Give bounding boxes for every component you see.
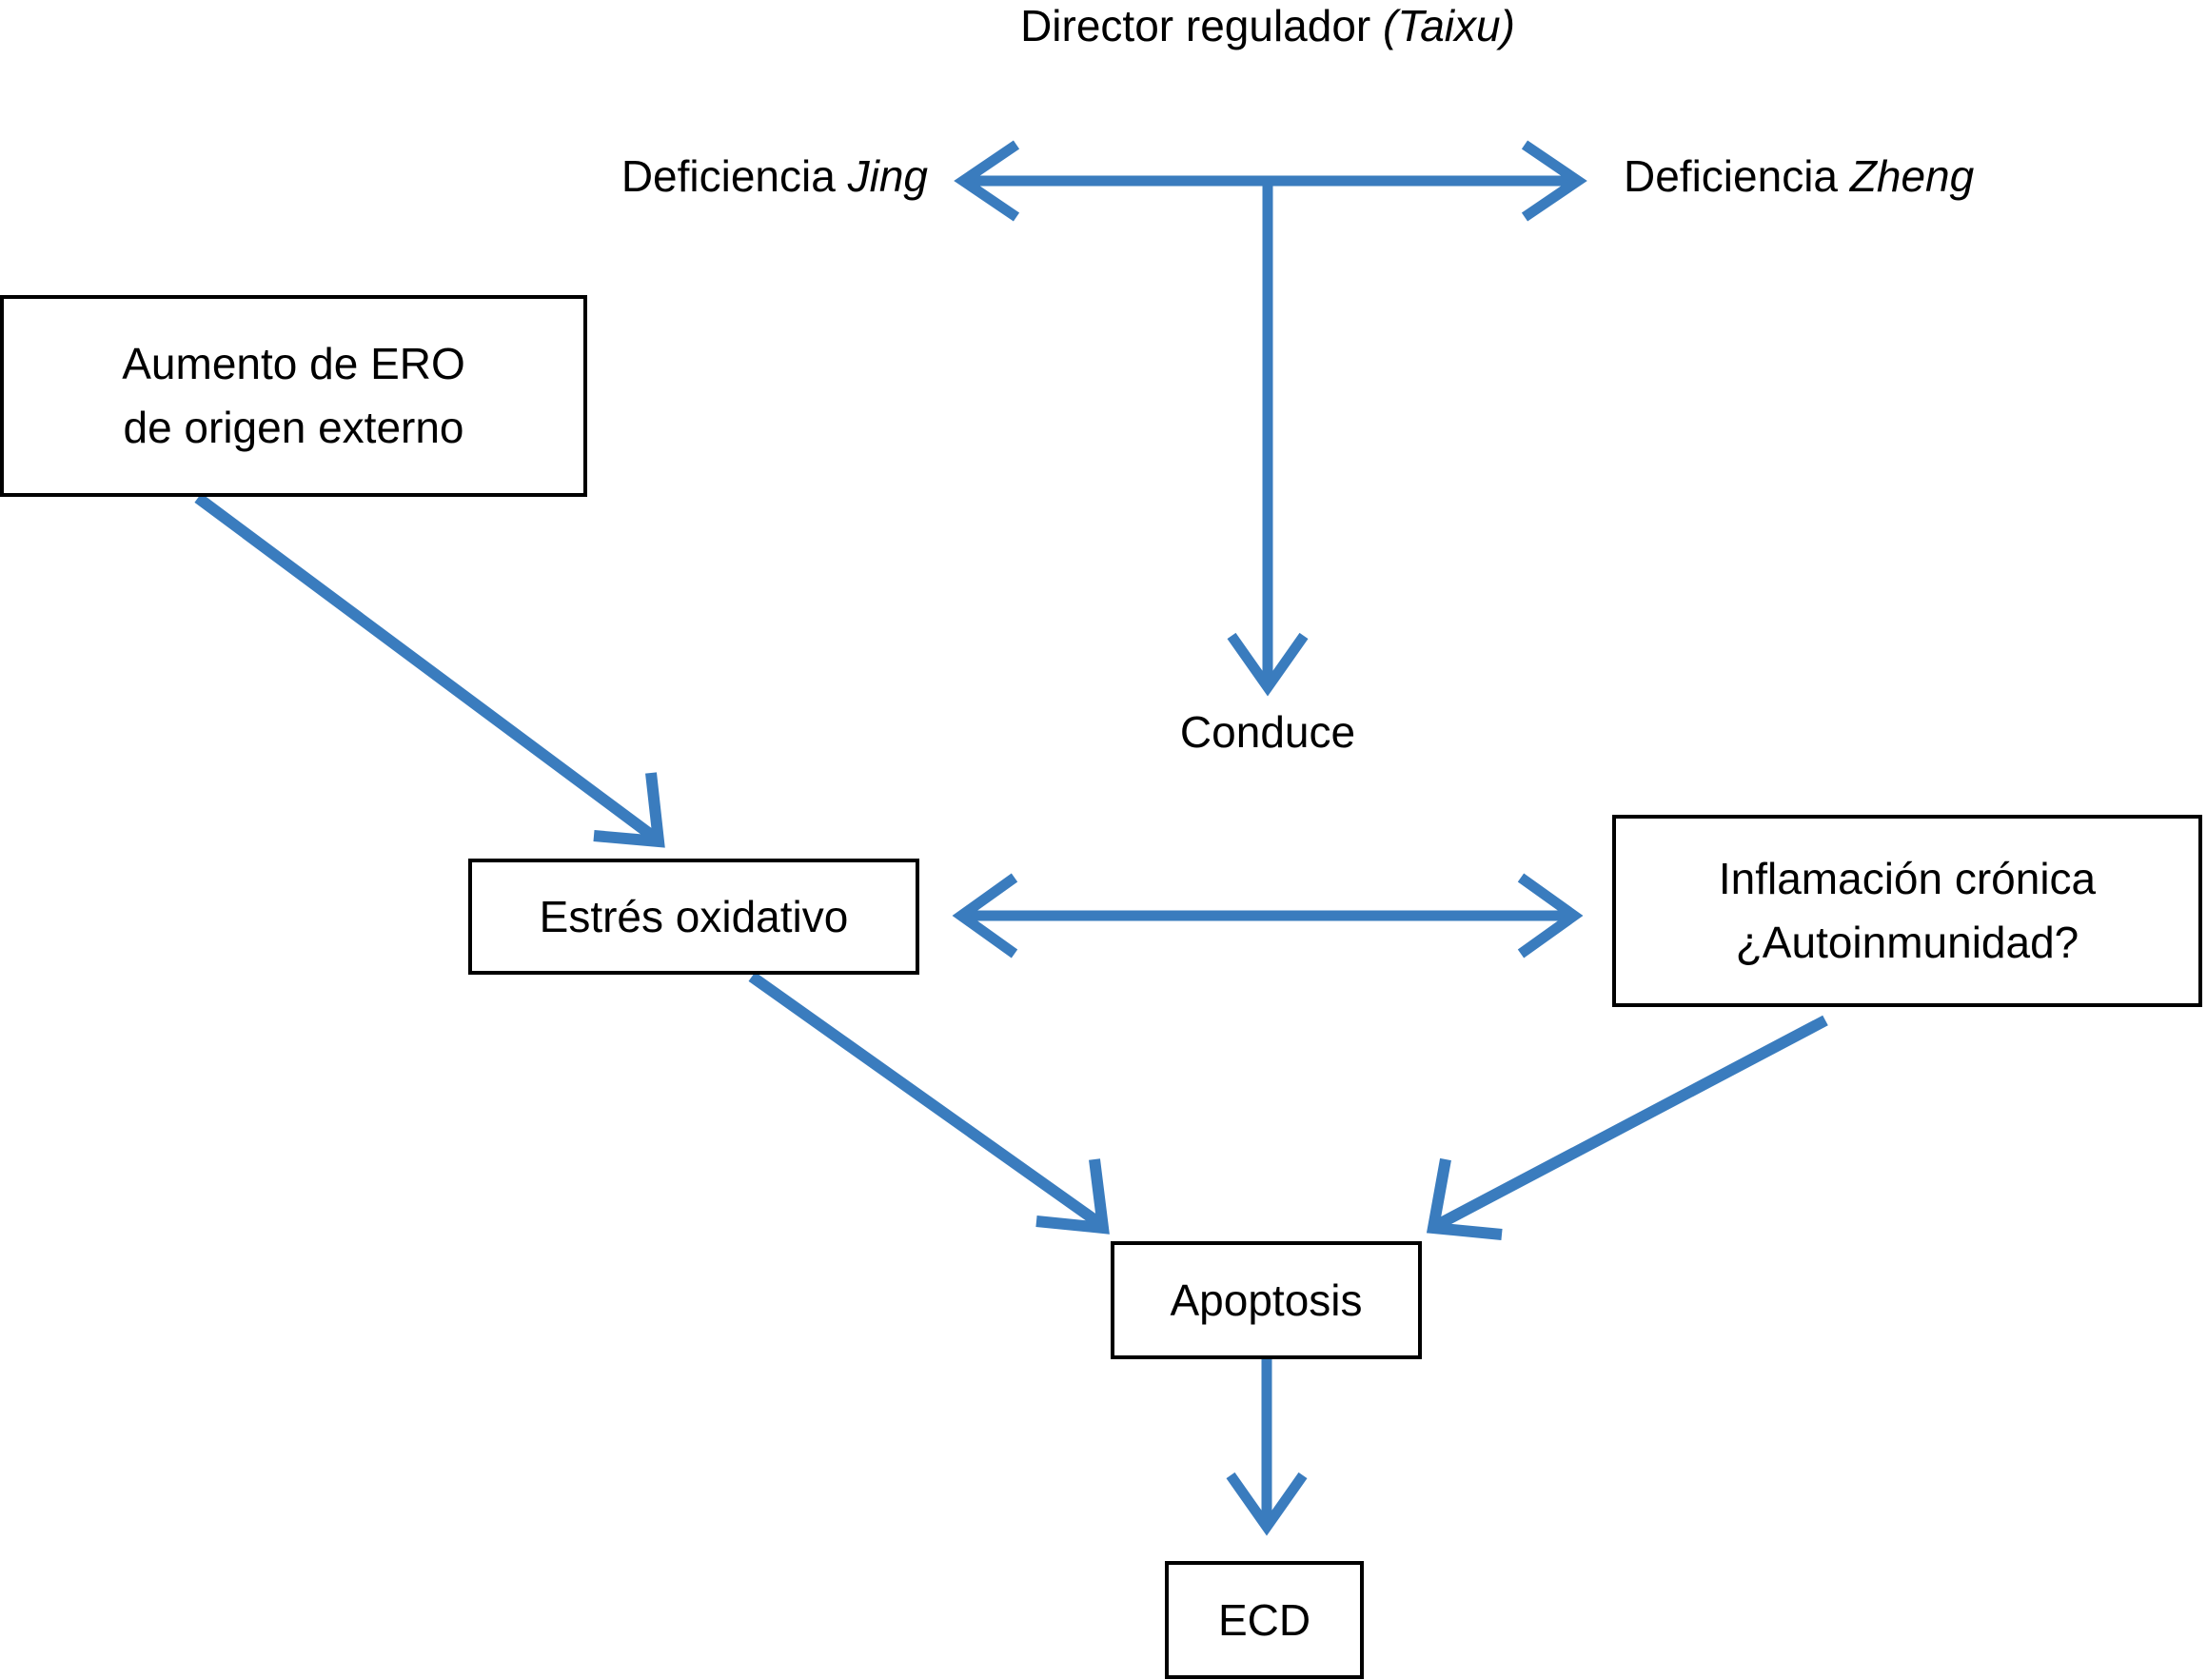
node-inflamacion-cronica[interactable]: Inflamación crónica ¿Autoinmunidad?	[1612, 815, 2202, 1007]
label-deficiencia-jing: Deficiencia Jing	[621, 152, 928, 201]
label-deficiencia-zheng-italic: Zheng	[1849, 151, 1975, 201]
edge-apoptosis-to-ecd	[1226, 1359, 1308, 1536]
node-ecd[interactable]: ECD	[1165, 1561, 1364, 1679]
node-aumento-de-ero-line1: Aumento de ERO	[122, 339, 465, 389]
label-deficiencia-zheng-plain: Deficiencia	[1624, 151, 1850, 201]
node-apoptosis[interactable]: Apoptosis	[1111, 1241, 1422, 1359]
node-ecd-label: ECD	[1217, 1594, 1311, 1645]
label-deficiencia-zheng: Deficiencia Zheng	[1624, 152, 1974, 201]
edge-estres-to-apoptosis	[748, 972, 1110, 1235]
edge-estres-inflamacion-bidirectional	[952, 873, 1584, 959]
label-deficiencia-jing-italic: Jing	[847, 151, 928, 201]
label-conduce: Conduce	[1179, 707, 1356, 757]
edge-taixu-to-conduce	[1227, 181, 1309, 697]
page-title-plain: Director regulador	[1020, 1, 1384, 50]
label-deficiencia-jing-plain: Deficiencia	[621, 151, 848, 201]
edge-ero-to-estres	[194, 493, 665, 848]
edge-inflamacion-to-apoptosis	[1426, 1015, 1828, 1240]
node-aumento-de-ero-line2: de origen externo	[123, 403, 464, 452]
node-inflamacion-cronica-line1: Inflamación crónica	[1718, 854, 2097, 904]
edge-jing-zheng-bidirectional	[954, 140, 1587, 222]
node-estres-oxidativo-label: Estrés oxidativo	[539, 891, 849, 941]
node-aumento-de-ero[interactable]: Aumento de ERO de origen externo	[0, 295, 587, 497]
node-estres-oxidativo[interactable]: Estrés oxidativo	[468, 859, 919, 975]
page-title: Director regulador (Taixu)	[1020, 2, 1515, 50]
node-apoptosis-label: Apoptosis	[1170, 1275, 1363, 1325]
node-inflamacion-cronica-line2: ¿Autoinmunidad?	[1735, 918, 2079, 967]
page-title-italic: (Taixu)	[1383, 1, 1515, 50]
